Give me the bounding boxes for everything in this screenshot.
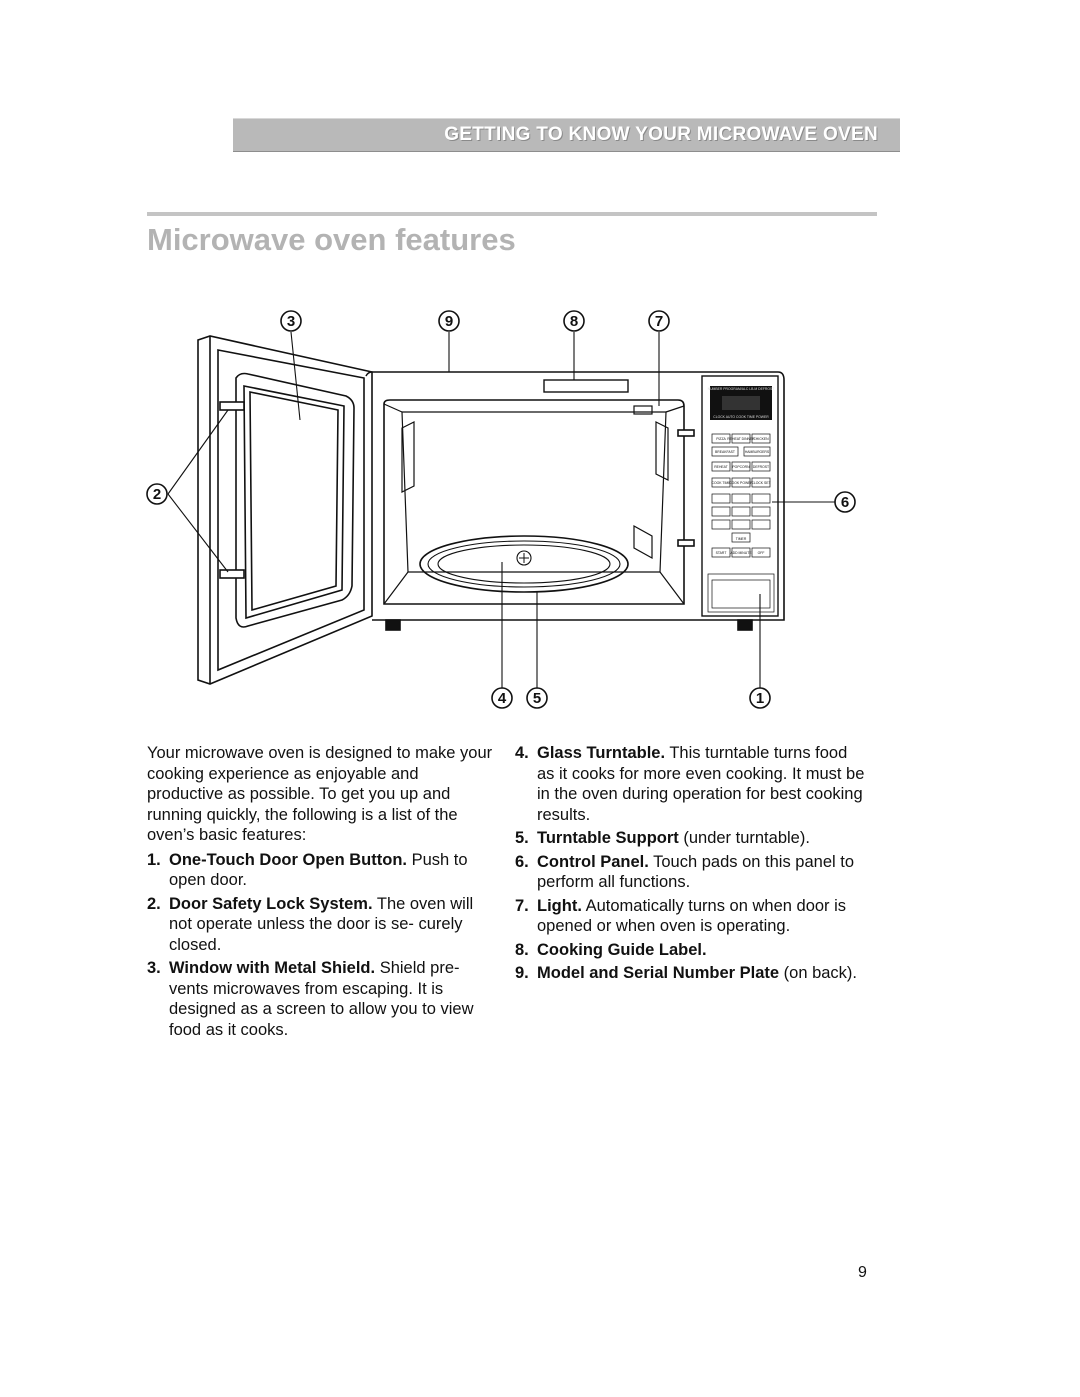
- clock-set-pad: CLOCK SET: [751, 481, 770, 485]
- feature-description: Touch pads on this panel to perform all …: [537, 852, 855, 892]
- chicken-pad: CHICKEN: [753, 437, 769, 441]
- callout-3: 3: [280, 310, 302, 332]
- feature-number: 3.: [147, 959, 161, 977]
- feature-name: Cooking Guide Label.: [537, 940, 707, 959]
- microwave-diagram: NUMBER PROGRAM/ALC LB.M DEFROST CLOCK AU…: [146, 310, 856, 709]
- display-bottom-label: CLOCK AUTO COOK TIME POWER: [713, 415, 769, 419]
- feature-number: 2.: [147, 894, 161, 913]
- callout-6: 6: [834, 491, 856, 513]
- add-minute-pad: ADD MINUTE: [730, 551, 752, 555]
- feature-name: Control Panel.: [537, 852, 649, 871]
- title-rule: [147, 212, 877, 216]
- reheat-dinner-pad: REHEAT DINNER: [727, 437, 755, 441]
- feature-description: (under turntable).: [678, 829, 810, 847]
- page-number: 9: [858, 1264, 867, 1281]
- feature-name: Light.: [537, 896, 582, 915]
- feature-name: One-Touch Door Open Button.: [169, 850, 407, 869]
- feature-number: 4.: [515, 744, 529, 762]
- feature-item: 9. Model and Serial Number Plate (on back…: [515, 963, 865, 984]
- control-panel: NUMBER PROGRAM/ALC LB.M DEFROST CLOCK AU…: [701, 375, 779, 617]
- svg-text:1: 1: [756, 690, 764, 707]
- svg-text:4: 4: [498, 690, 507, 707]
- feature-item: 8. Cooking Guide Label.: [515, 940, 865, 961]
- feature-number: 7.: [515, 896, 529, 915]
- svg-text:2: 2: [153, 486, 161, 503]
- svg-text:8: 8: [570, 313, 578, 330]
- feature-item: 4. Glass Turntable. This turntable turns …: [515, 743, 865, 825]
- feature-item: 7. Light. Automatically turns on when doo…: [515, 896, 865, 937]
- feature-item: 1. One-Touch Door Open Button. Push to op…: [147, 850, 497, 891]
- feature-description: This turntable turns food as it cooks fo…: [537, 744, 865, 824]
- leader-lines: [167, 331, 844, 688]
- breakfast-pad: BREAKFAST: [715, 450, 735, 454]
- left-column: Your microwave oven is designed to make …: [147, 743, 497, 1043]
- reheat-pad: REHEAT: [714, 465, 728, 469]
- intro-paragraph: Your microwave oven is designed to make …: [147, 744, 493, 844]
- feature-description: Push to open door.: [169, 850, 468, 890]
- popcorn-pad: POPCORN: [732, 465, 750, 469]
- callout-7: 7: [648, 310, 670, 332]
- svg-text:5: 5: [533, 690, 541, 707]
- page-title: Microwave oven features: [147, 222, 516, 257]
- feature-item: 2. Door Safety Lock System. The oven will…: [147, 894, 497, 956]
- cook-time-pad: COOK TIME: [712, 481, 732, 485]
- off-pad: OFF: [758, 551, 765, 555]
- feature-name: Glass Turntable.: [537, 744, 666, 762]
- callout-5: 5: [526, 687, 548, 709]
- feature-item: 6. Control Panel. Touch pads on this pane…: [515, 852, 865, 893]
- feature-name: Model and Serial Number Plate: [537, 964, 780, 982]
- hamburgers-pad: HAMBURGERS: [745, 450, 770, 454]
- section-banner: GETTING TO KNOW YOUR MICROWAVE OVEN: [233, 118, 900, 152]
- feature-name: Turntable Support: [537, 829, 679, 847]
- svg-text:6: 6: [841, 494, 849, 511]
- feature-item: 5. Turntable Support (under turntable).: [515, 828, 865, 849]
- svg-text:3: 3: [287, 313, 295, 330]
- callout-9: 9: [438, 310, 460, 332]
- feature-description: Automatically turns on when door is open…: [537, 896, 847, 936]
- section-banner-title: GETTING TO KNOW YOUR MICROWAVE OVEN: [444, 124, 878, 145]
- feature-description: (on back).: [779, 964, 858, 982]
- start-pad: START: [716, 551, 727, 555]
- feature-number: 5.: [515, 829, 529, 847]
- feature-name: Window with Metal Shield.: [169, 959, 376, 977]
- svg-text:9: 9: [445, 313, 453, 330]
- svg-text:7: 7: [655, 313, 663, 330]
- oven-door: [197, 335, 373, 685]
- defrost-pad: DEFROST: [753, 465, 769, 469]
- feature-number: 1.: [147, 850, 161, 869]
- oven-cabinet: [365, 371, 785, 631]
- feature-description: The oven will not operate unless the doo…: [169, 894, 474, 954]
- feature-description: Shield pre- vents microwaves from escapi…: [169, 959, 474, 1039]
- feature-number: 9.: [515, 964, 529, 982]
- cook-power-pad: COOK POWER: [729, 481, 753, 485]
- callout-1: 1: [749, 687, 771, 709]
- feature-name: Door Safety Lock System.: [169, 894, 373, 913]
- feature-number: 8.: [515, 940, 529, 959]
- callout-2: 2: [146, 483, 168, 505]
- timer-pad: TIMER: [736, 537, 747, 541]
- feature-item: 3. Window with Metal Shield. Shield pre- …: [147, 958, 497, 1040]
- callout-8: 8: [563, 310, 585, 332]
- pizza-pad: PIZZA: [716, 437, 726, 441]
- right-column: 4. Glass Turntable. This turntable turns …: [515, 743, 865, 987]
- callout-4: 4: [491, 687, 513, 709]
- display-top-label: NUMBER PROGRAM/ALC LB.M DEFROST: [708, 387, 775, 391]
- feature-number: 6.: [515, 852, 529, 871]
